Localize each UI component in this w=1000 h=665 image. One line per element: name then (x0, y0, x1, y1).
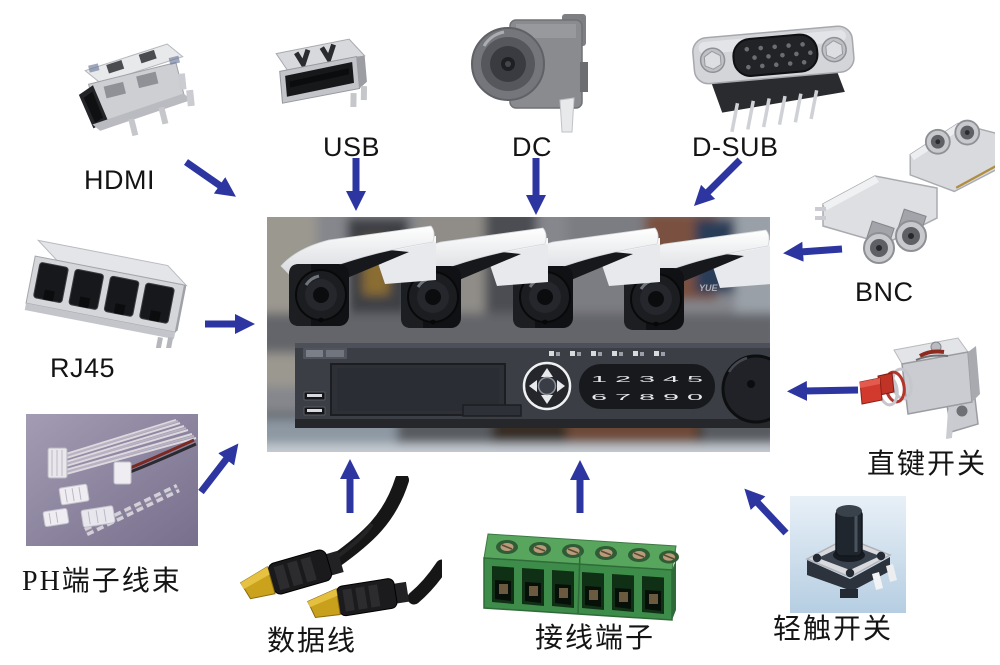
dvr-keypad: 1 2 3 4 5 6 7 8 9 0 (579, 364, 715, 409)
bnc-connector-image (815, 116, 995, 274)
hdmi-label: HDMI (84, 165, 155, 195)
key-switch-label: 直键开关 (867, 449, 988, 480)
usb-connector-image (260, 20, 376, 126)
ph-harness-image (26, 414, 198, 546)
terminal-block-label: 接线端子 (535, 623, 656, 654)
tact-switch-image (790, 496, 906, 613)
data-cable-label: 数据线 (267, 626, 358, 657)
data-cable-image (218, 476, 442, 634)
arrow-d-sub (693, 157, 743, 207)
rj45-connector-image (10, 234, 200, 348)
rj45-label: RJ45 (50, 353, 116, 383)
usb-label: USB (323, 132, 381, 162)
svg-text:1 2 3 4 5: 1 2 3 4 5 (591, 375, 705, 384)
hdmi-connector-image (62, 18, 204, 160)
dvr-nav-pad (522, 361, 572, 411)
dvr-camera-kit-image: 1 2 3 4 5 6 7 8 9 0 YUE (267, 217, 770, 452)
dc-connector-image (462, 4, 604, 136)
arrow-hdmi (184, 159, 236, 197)
bnc-label: BNC (855, 277, 914, 307)
ph-harness-label: PH端子线束 (22, 566, 182, 597)
d-sub-label: D-SUB (692, 132, 779, 162)
dc-label: DC (512, 132, 552, 162)
svg-text:6 7 8 9 0: 6 7 8 9 0 (591, 393, 705, 402)
arrow-tact-switch (744, 488, 789, 536)
dvr-jog-dial (721, 354, 770, 424)
camera-brand-text: YUE (699, 283, 719, 293)
tact-switch-label: 轻触开关 (773, 614, 894, 645)
d-sub-connector-image (682, 2, 864, 138)
key-switch-image (850, 326, 988, 444)
terminal-block-image (480, 508, 688, 626)
dvr-front-panel: 1 2 3 4 5 6 7 8 9 0 (295, 343, 770, 428)
